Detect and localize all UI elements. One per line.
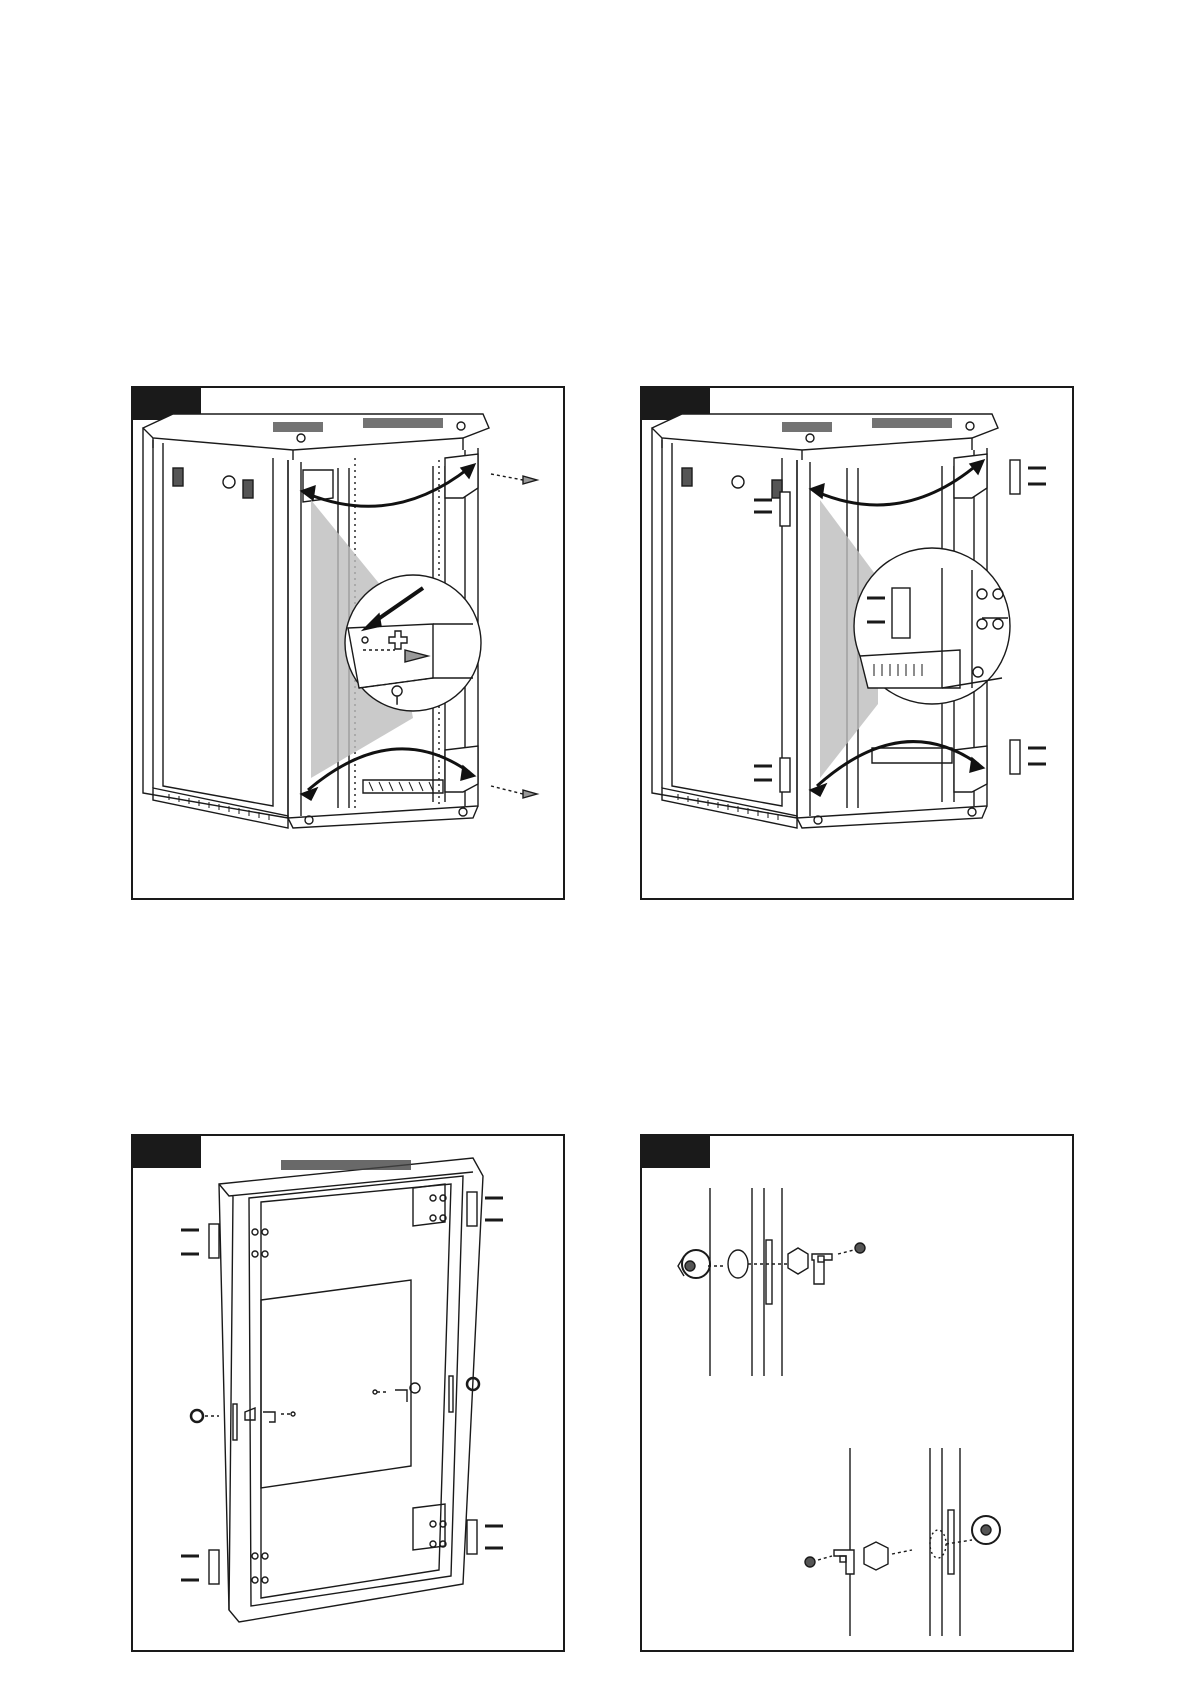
- door-panel-hinges-icon: [133, 1136, 563, 1650]
- door-lock-assembly-icon: [642, 1136, 1072, 1650]
- figure-4-panel: [640, 1134, 1074, 1652]
- cabinet-hinge-brackets-icon: [642, 388, 1072, 898]
- figure-3-panel: [131, 1134, 565, 1652]
- figure-2-panel: [640, 386, 1074, 900]
- figure-1-panel: [131, 386, 565, 900]
- cabinet-front-hinge-pins-icon: [133, 388, 563, 898]
